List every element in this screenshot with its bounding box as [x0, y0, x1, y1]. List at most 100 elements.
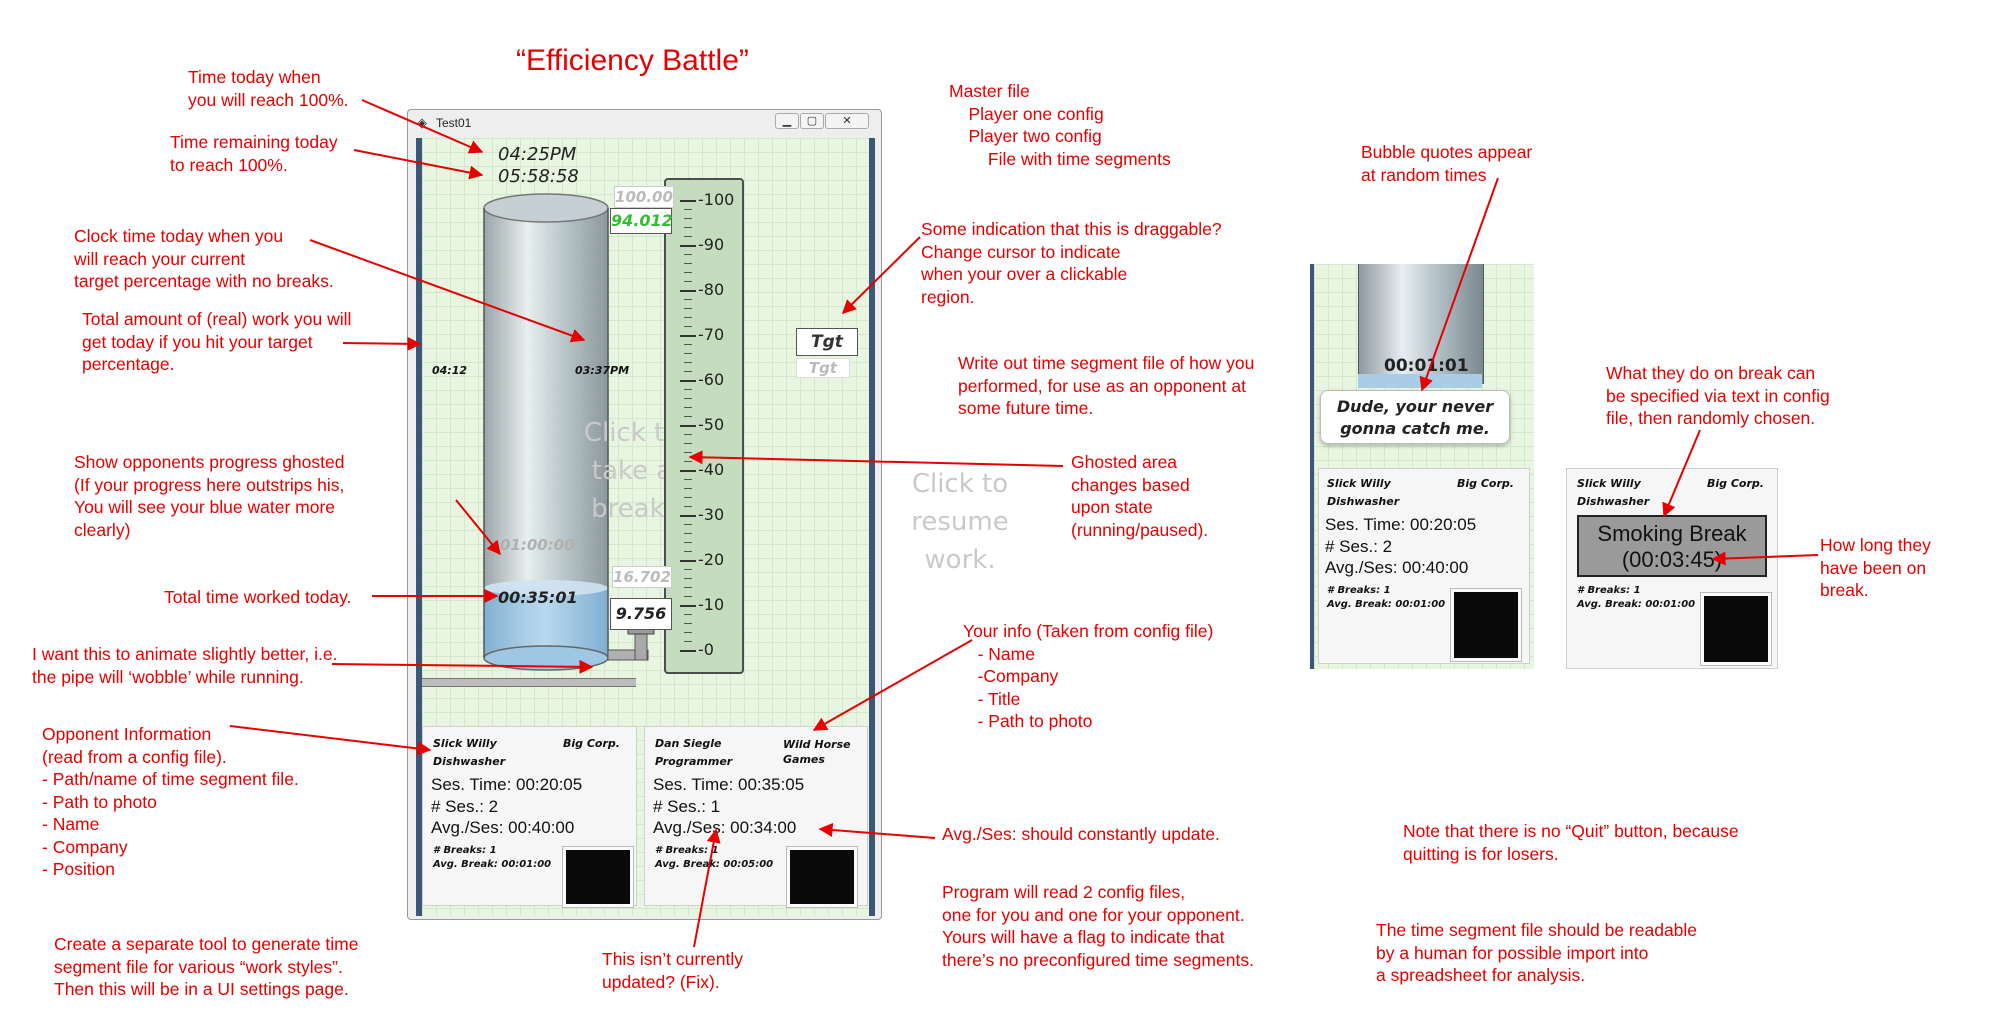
note-write-segment: Write out time segment file of how you p…: [958, 353, 1255, 418]
note-total-work: Total amount of (real) work you will get…: [82, 309, 352, 374]
ruler-tick-label: -100: [698, 190, 735, 209]
note-separate-tool: Create a separate tool to generate time …: [54, 934, 359, 999]
bottom-tag[interactable]: 9.756: [610, 598, 672, 630]
ruler-tick-label: -50: [698, 415, 725, 434]
ruler-tick-label: -80: [698, 280, 725, 299]
ruler-minor-tick: [684, 452, 692, 453]
ruler-minor-tick: [684, 506, 692, 507]
ruler-tick-label: -70: [698, 325, 725, 344]
note-opponent-ghost: Show opponents progress ghosted (If your…: [74, 452, 345, 540]
player-name: Dan Siegle: [655, 737, 722, 750]
note-opponent-info: Opponent Information (read from a config…: [42, 724, 299, 879]
note-ghosted-area: Ghosted area changes based upon state (r…: [1071, 452, 1209, 540]
target-tag[interactable]: Tgt: [796, 328, 858, 356]
app-window: ◈ Test01 ▁ ▢ ✕ 04:25PM 05:58:58: [407, 109, 882, 920]
break-card-title: Dishwasher: [1577, 495, 1650, 508]
ruler-minor-tick: [684, 353, 692, 354]
opponent-avg: Avg./Ses: 00:40:00: [431, 818, 575, 837]
ruler-minor-tick: [684, 623, 692, 624]
ruler-minor-tick: [684, 317, 692, 318]
ruler-tick-label: -90: [698, 235, 725, 254]
window-titlebar[interactable]: ◈ Test01 ▁ ▢ ✕: [408, 110, 881, 134]
break-card-breaks: # Breaks: 1: [1577, 585, 1641, 596]
break-duration-label: (00:03:45): [1621, 547, 1723, 572]
quote-bubble: Dude, your never gonna catch me.: [1320, 390, 1510, 444]
ruler-minor-tick: [684, 254, 692, 255]
ruler-minor-tick: [684, 524, 692, 525]
bubble-panel: 00:01:01 Dude, your never gonna catch me…: [1310, 264, 1534, 669]
ruler-minor-tick: [684, 407, 692, 408]
note-not-updated: This isn’t currently updated? (Fix).: [602, 949, 744, 992]
break-card-name: Slick Willy: [1577, 477, 1641, 490]
ruler-minor-tick: [684, 362, 692, 363]
bubble-card-avg: Avg./Ses: 00:40:00: [1325, 558, 1469, 577]
ruler-tick-label: -60: [698, 370, 725, 389]
window-title: Test01: [436, 116, 472, 130]
percent-ruler[interactable]: -100-90-80-70-60-50-40-30-20-10-0: [664, 178, 744, 674]
top-tag[interactable]: 94.012: [610, 208, 673, 234]
page-title: “Efficiency Battle”: [516, 44, 749, 77]
water-tube[interactable]: [472, 188, 672, 688]
minimize-button[interactable]: ▁: [775, 113, 799, 129]
resume-work-zone[interactable]: Click to resume work.: [911, 469, 1009, 575]
player-card: Dan Siegle Programmer Wild Horse Games S…: [644, 726, 868, 907]
ruler-minor-tick: [684, 497, 692, 498]
maximize-button[interactable]: ▢: [800, 113, 824, 129]
ruler-tick-label: -0: [698, 640, 714, 659]
ruler-major-tick: [680, 605, 696, 607]
ruler-major-tick: [680, 245, 696, 247]
opponent-name: Slick Willy: [433, 737, 497, 750]
pipe-bar: [422, 678, 636, 687]
close-button[interactable]: ✕: [825, 113, 869, 129]
player-avg: Avg./Ses: 00:34:00: [653, 818, 797, 837]
ruler-tick-label: -30: [698, 505, 725, 524]
player-company: Wild Horse Games: [783, 738, 851, 766]
player-title: Programmer: [655, 755, 733, 768]
bubble-card-title: Dishwasher: [1327, 495, 1400, 508]
top-tag-ghost: 100.00: [614, 186, 674, 208]
ruler-tick-label: -10: [698, 595, 725, 614]
opponent-photo: [563, 847, 633, 907]
note-your-info: Your info (Taken from config file) - Nam…: [963, 621, 1214, 731]
note-config-files: Program will read 2 config files, one fo…: [942, 882, 1254, 970]
player-photo: [787, 847, 857, 907]
opponent-breaks: # Breaks: 1: [433, 845, 497, 856]
target-tag-ghost: Tgt: [796, 358, 850, 378]
remaining-time-label: 05:58:58: [498, 166, 579, 187]
ruler-minor-tick: [684, 533, 692, 534]
bubble-card-avg-break: Avg. Break: 00:01:00: [1327, 599, 1446, 610]
player-breaks: # Breaks: 1: [655, 845, 719, 856]
note-time-100: Time today when you will reach 100%.: [188, 67, 349, 110]
ruler-minor-tick: [684, 344, 692, 345]
ruler-minor-tick: [684, 632, 692, 633]
bubble-card-ses-time: Ses. Time: 00:20:05: [1325, 515, 1477, 534]
ruler-major-tick: [680, 470, 696, 472]
break-opponent-card: Slick Willy Dishwasher Big Corp. Smoking…: [1566, 468, 1778, 669]
bubble-card-breaks: # Breaks: 1: [1327, 585, 1391, 596]
opponent-time-label: 01:00:00: [500, 536, 575, 554]
ruler-major-tick: [680, 650, 696, 652]
ruler-major-tick: [680, 425, 696, 427]
ruler-minor-tick: [684, 587, 692, 588]
bubble-time: 00:01:01: [1384, 356, 1469, 376]
ruler-minor-tick: [684, 434, 692, 435]
unity-icon: ◈: [417, 115, 427, 130]
opponent-title: Dishwasher: [433, 755, 506, 768]
target-clock-label: 04:25PM: [498, 144, 577, 165]
ruler-minor-tick: [684, 479, 692, 480]
bubble-card-photo: [1451, 589, 1521, 661]
note-pipe-wobble: I want this to animate slightly better, …: [32, 644, 338, 687]
worked-today-label: 00:35:01: [498, 588, 578, 607]
ruler-minor-tick: [684, 308, 692, 309]
note-break-length: How long they have been on break.: [1820, 535, 1931, 600]
note-master-file: Master file Player one config Player two…: [949, 81, 1171, 169]
ruler-major-tick: [680, 335, 696, 337]
note-total-worked: Total time worked today.: [164, 587, 352, 607]
bottom-tag-ghost: 16.702: [612, 566, 672, 588]
ruler-minor-tick: [684, 299, 692, 300]
ruler-minor-tick: [684, 416, 692, 417]
ruler-major-tick: [680, 290, 696, 292]
player-avg-break: Avg. Break: 00:05:00: [655, 859, 774, 870]
ruler-major-tick: [680, 515, 696, 517]
